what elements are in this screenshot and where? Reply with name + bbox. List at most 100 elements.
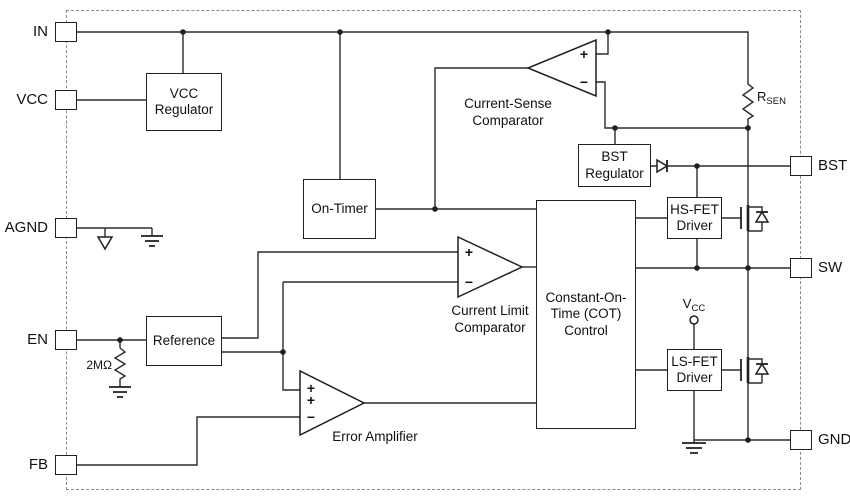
block-label: Control xyxy=(564,322,608,338)
error-amplifier-triangle xyxy=(299,369,366,437)
block-label: On-Timer xyxy=(311,200,368,216)
junction-dot xyxy=(694,265,700,271)
rsen-label: RSEN xyxy=(757,90,786,109)
pin-bst xyxy=(790,156,812,176)
hs-fet-body-diode-icon xyxy=(754,210,770,223)
junction-dot xyxy=(745,437,751,443)
pin-vcc xyxy=(55,90,77,110)
amplifier-triangles xyxy=(299,38,597,437)
earth-ground-icon xyxy=(141,235,163,247)
label-line: Current Limit xyxy=(451,303,529,318)
block-label: Driver xyxy=(676,370,713,385)
current-sense-comparator-triangle xyxy=(526,38,597,98)
vcc-supply-circle xyxy=(689,315,699,325)
current-limit-comparator-label: Current Limit Comparator xyxy=(428,303,552,336)
pin-label-en: EN xyxy=(27,331,48,348)
polarity-marks: + − + − + + − xyxy=(307,46,588,425)
en-ground-icon xyxy=(109,386,131,398)
junction-dots xyxy=(117,29,751,443)
block-hs-fet-driver: HS-FET Driver xyxy=(667,197,722,239)
pin-in xyxy=(55,22,77,42)
cl-plus-mark: + xyxy=(465,244,473,260)
pin-label-fb: FB xyxy=(28,456,48,473)
pin-gnd xyxy=(790,430,812,450)
diode-icon xyxy=(656,158,669,174)
pin-label-agnd: AGND xyxy=(4,219,48,236)
block-cot-control: Constant-On- Time (COT) Control xyxy=(536,200,636,429)
current-sense-comparator-label: Current-Sense Comparator xyxy=(443,96,573,129)
wire-reference-outputs xyxy=(222,251,458,391)
block-ls-fet-driver: LS-FET Driver xyxy=(667,349,722,391)
label-line: Error Amplifier xyxy=(332,429,418,444)
wire-current-sense-output xyxy=(434,67,528,209)
pin-label-in: IN xyxy=(33,23,48,40)
junction-dot xyxy=(117,337,123,343)
junction-dot xyxy=(605,29,611,35)
junction-dot xyxy=(180,29,186,35)
junction-dot xyxy=(337,29,343,35)
signal-ground-icon xyxy=(96,236,114,251)
hs-fet-symbol xyxy=(740,205,770,232)
block-label: Regulator xyxy=(154,102,214,117)
pin-label-vcc: VCC xyxy=(16,91,48,108)
block-on-timer: On-Timer xyxy=(303,179,376,239)
block-label: Regulator xyxy=(585,165,644,181)
block-reference: Reference xyxy=(146,316,222,366)
pin-label-sw: SW xyxy=(818,259,843,276)
junction-dot xyxy=(432,206,438,212)
rsen-sub: SEN xyxy=(766,96,786,107)
wires xyxy=(77,31,790,466)
rsen-zigzag xyxy=(741,80,755,122)
rsen-base: R xyxy=(757,89,767,104)
block-label: Driver xyxy=(676,218,713,233)
ea-plus-mark-1: + xyxy=(307,380,315,396)
label-line: Current-Sense xyxy=(464,96,552,111)
ls-driver-ground-icon xyxy=(682,442,706,454)
ea-plus-mark-2: + xyxy=(307,392,315,408)
junction-dot xyxy=(280,349,286,355)
wire-current-sense-inputs xyxy=(596,32,748,144)
vcc-sub: CC xyxy=(691,303,706,314)
ls-fet-body-branch xyxy=(748,358,763,384)
junction-dot xyxy=(612,125,618,131)
2mohm-zigzag xyxy=(113,347,127,383)
pin-en xyxy=(55,330,77,350)
label-line: Comparator xyxy=(454,319,526,335)
pin-label-gnd: GND xyxy=(818,431,850,448)
vcc-node-label: VCC xyxy=(678,297,710,316)
wire-gate-leads xyxy=(722,217,741,371)
ic-boundary xyxy=(66,10,801,490)
pin-fb xyxy=(55,455,77,475)
block-label: Time (COT) xyxy=(550,306,622,322)
junction-dot xyxy=(694,163,700,169)
wire-agnd xyxy=(77,227,153,237)
block-vcc-regulator: VCC Regulator xyxy=(146,73,222,131)
wire-cot-to-drivers xyxy=(636,217,667,371)
agnd-ground-symbols xyxy=(96,235,163,251)
block-label: Constant-On- xyxy=(545,289,627,305)
pin-agnd xyxy=(55,218,77,238)
cs-minus-mark: − xyxy=(580,74,588,90)
junction-dot xyxy=(745,265,751,271)
resistor-2mohm-symbol xyxy=(109,347,131,398)
cl-minus-mark: − xyxy=(465,274,473,290)
block-label: LS-FET xyxy=(671,353,718,369)
driver-ground-symbol xyxy=(682,442,706,454)
vcc-supply-node xyxy=(689,315,699,325)
wire-sw-node xyxy=(636,231,790,359)
block-label: Reference xyxy=(152,332,216,348)
en-resistor-label: 2MΩ xyxy=(86,358,112,372)
vcc-base: V xyxy=(682,296,692,311)
ls-fet-body-diode-icon xyxy=(754,362,770,375)
block-label: HS-FET xyxy=(670,201,719,217)
hs-fet-body-branch xyxy=(748,206,763,232)
ls-fet-symbol xyxy=(740,357,770,384)
error-amplifier-label: Error Amplifier xyxy=(315,429,435,446)
label-line: Comparator xyxy=(472,112,544,128)
wire-input-rail xyxy=(77,31,749,179)
block-bst-regulator: BST Regulator xyxy=(578,144,651,187)
block-label: BST xyxy=(601,149,628,164)
ea-minus-mark: − xyxy=(307,409,315,425)
